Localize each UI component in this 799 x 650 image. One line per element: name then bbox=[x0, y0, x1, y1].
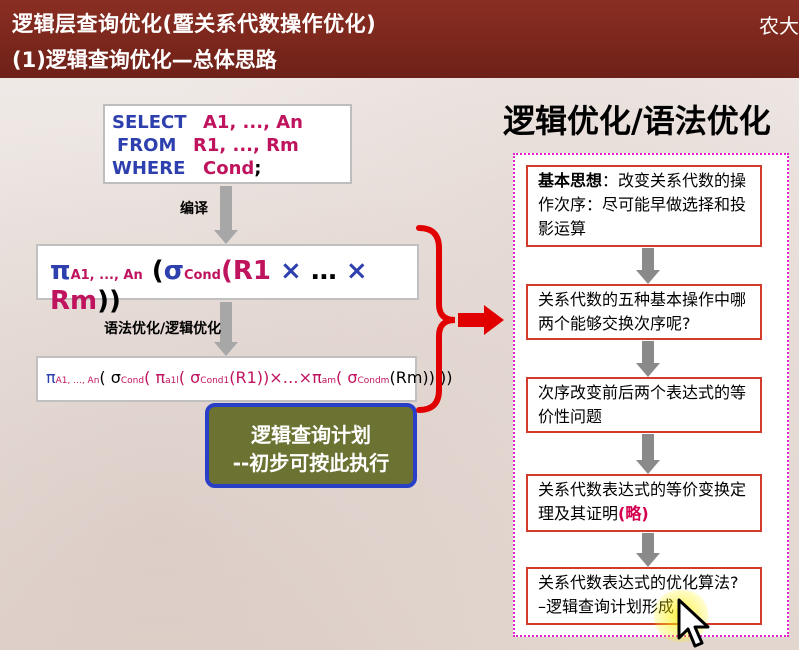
step4-omitted: (略) bbox=[618, 504, 649, 523]
right-brace-icon bbox=[416, 225, 456, 413]
slide-header: 逻辑层查询优化(暨关系代数操作优化) (1)逻辑查询优化—总体思路 农大 bbox=[0, 0, 799, 78]
expr2-part: ( π bbox=[144, 368, 166, 387]
step-basic-idea: 基本思想：改变关系代数的操作次序：尽可能早做选择和投影运算 bbox=[526, 165, 762, 247]
down-arrow-icon bbox=[214, 186, 238, 244]
pi-subscript: A1, ..., An bbox=[55, 376, 100, 386]
step-five-operations: 关系代数的五种基本操作中哪两个能够交换次序呢? bbox=[526, 284, 762, 340]
pi-symbol: π bbox=[46, 368, 56, 387]
expr-relation-rm: Rm bbox=[50, 286, 98, 316]
sql-from-row: FROM bbox=[117, 135, 176, 156]
down-arrow-icon bbox=[636, 533, 660, 567]
pi-subscript: A1, ..., An bbox=[70, 268, 143, 283]
step-equivalence: 次序改变前后两个表达式的等价性问题 bbox=[526, 377, 762, 433]
right-arrow-icon bbox=[458, 305, 504, 335]
expr2-part: ( σ bbox=[99, 368, 121, 387]
sql-keyword-from: FROM bbox=[117, 135, 177, 156]
logical-plan-box: 逻辑查询计划 --初步可按此执行 bbox=[205, 403, 417, 488]
step1-heading: 基本思想 bbox=[538, 171, 603, 190]
plan-line-2: --初步可按此执行 bbox=[232, 451, 390, 475]
sql-where-cond: Cond bbox=[203, 158, 255, 179]
relational-expression: πA1, ..., An (σCond(R1 × … × Rm)) bbox=[50, 256, 417, 316]
pi-symbol: π bbox=[50, 256, 71, 286]
step4-text: 关系代数表达式的等价变换定理及其证明 bbox=[538, 480, 747, 523]
down-arrow-icon bbox=[214, 302, 238, 356]
step-optimization-algorithm: 关系代数表达式的优化算法? –逻辑查询计划形成 bbox=[526, 567, 762, 625]
sigma-subscript: Cond bbox=[183, 268, 221, 283]
sql-from-relations: R1, ..., Rm bbox=[193, 135, 299, 156]
corner-text: 农大 bbox=[759, 14, 799, 38]
plan-line-1: 逻辑查询计划 bbox=[251, 423, 371, 447]
sql-select-row: SELECT bbox=[112, 112, 187, 133]
expr2-sub: Condm bbox=[357, 376, 390, 386]
compile-label: 编译 bbox=[180, 201, 208, 217]
step-transform-theorem: 关系代数表达式的等价变换定理及其证明(略) bbox=[526, 474, 762, 532]
down-arrow-icon bbox=[636, 248, 660, 284]
down-arrow-icon bbox=[636, 341, 660, 377]
sql-semicolon: ; bbox=[254, 158, 262, 179]
expr-paren: ( bbox=[142, 256, 164, 286]
sql-select-attrs: A1, ..., An bbox=[203, 112, 303, 133]
sql-keyword-select: SELECT bbox=[112, 112, 187, 133]
expr2-part: ( σ bbox=[178, 368, 201, 387]
step3-text: 次序改变前后两个表达式的等价性问题 bbox=[538, 383, 747, 426]
optimized-expression-box: πA1, ..., An( σCond( πa1l( σCond1(R1))×…… bbox=[36, 356, 452, 402]
step1-text: ：改变关系代数的操作次序：尽可能早做选择和投影运算 bbox=[538, 171, 747, 238]
sql-where-row: WHERE bbox=[112, 158, 185, 179]
down-arrow-icon bbox=[636, 434, 660, 474]
times-symbol: × bbox=[336, 256, 368, 286]
expr2-sub: Cond1 bbox=[200, 376, 230, 386]
expr2-sub: am bbox=[321, 376, 336, 386]
sql-query-box: SELECT A1, ..., An FROM R1, ..., Rm WHER… bbox=[103, 104, 352, 184]
step5-text: 关系代数表达式的优化算法? –逻辑查询计划形成 bbox=[538, 573, 739, 616]
step2-text: 关系代数的五种基本操作中哪两个能够交换次序呢? bbox=[538, 290, 747, 333]
expr-close: )) bbox=[97, 286, 121, 316]
optimized-expression: πA1, ..., An( σCond( πa1l( σCond1(R1))×…… bbox=[46, 368, 452, 387]
ellipsis: … bbox=[310, 256, 337, 286]
expr2-part: (R1))×…×π bbox=[229, 368, 322, 387]
expr2-sub: a1l bbox=[165, 376, 179, 386]
syntax-optimization-label: 语法优化/逻辑优化 bbox=[104, 321, 222, 337]
expr2-sub: Cond bbox=[120, 376, 145, 386]
expr2-part: ( σ bbox=[336, 368, 358, 387]
mouse-pointer-icon bbox=[677, 598, 710, 648]
expr-relation-r1: (R1 bbox=[220, 256, 271, 286]
slide-title: 逻辑层查询优化(暨关系代数操作优化) bbox=[12, 12, 377, 36]
right-column-title: 逻辑优化/语法优化 bbox=[503, 102, 771, 140]
times-symbol: × bbox=[270, 256, 311, 286]
sigma-symbol: σ bbox=[163, 256, 184, 286]
slide-subtitle: (1)逻辑查询优化—总体思路 bbox=[12, 48, 277, 72]
sql-keyword-where: WHERE bbox=[112, 158, 186, 179]
relational-expression-box: πA1, ..., An (σCond(R1 × … × Rm)) bbox=[36, 244, 419, 316]
